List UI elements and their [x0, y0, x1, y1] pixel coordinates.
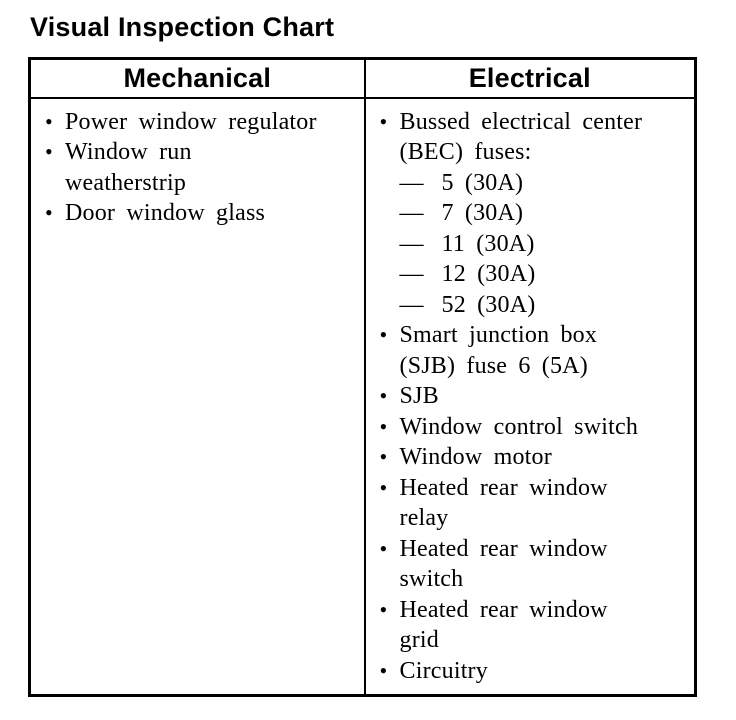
- list-item-body: Window motor: [400, 442, 687, 473]
- list-item-body: Circuitry: [400, 656, 687, 687]
- sub-item-text: 7 (30A): [441, 200, 524, 226]
- sub-item: — 5 (30A): [400, 168, 687, 199]
- dash-icon: —: [399, 200, 424, 226]
- list-item: • Heated rear window switch: [380, 534, 687, 595]
- list-item-text: Heated rear window switch: [399, 535, 608, 593]
- list-item-body: SJB: [400, 381, 687, 412]
- list-item-text: Window control switch: [399, 413, 639, 440]
- list-item-text: Circuitry: [399, 657, 488, 684]
- dash-icon: —: [399, 261, 424, 287]
- sub-item: — 7 (30A): [400, 198, 687, 229]
- list-item-body: Power window regulator: [65, 107, 356, 138]
- list-item-text: SJB: [399, 383, 439, 409]
- list-item-text: Heated rear window grid: [399, 596, 608, 654]
- body-row: • Power window regulator • Window run weath…: [28, 96, 697, 697]
- bullet-icon: •: [45, 108, 53, 134]
- list-item-body: Heated rear window relay: [400, 473, 687, 534]
- sub-item: — 12 (30A): [400, 259, 687, 290]
- sub-item-text: 11 (30A): [441, 230, 535, 257]
- list-item-text: Window motor: [399, 444, 552, 470]
- dash-icon: —: [399, 169, 424, 196]
- list-item-body: Smart junction box (SJB) fuse 6 (5A): [400, 320, 687, 381]
- sub-item-text: 5 (30A): [441, 169, 524, 196]
- list-item-text: Door window glass: [65, 200, 266, 226]
- bullet-icon: •: [45, 200, 53, 225]
- list-item: • Bussed electrical center (BEC) fuses: — 5…: [380, 107, 687, 321]
- header-row: Mechanical Electrical: [28, 57, 697, 99]
- bullet-icon: •: [379, 322, 388, 347]
- bullet-icon: •: [379, 657, 388, 683]
- list-item-text: Smart junction box (SJB) fuse 6 (5A): [399, 322, 598, 379]
- list-item-body: Window run weatherstrip: [65, 137, 356, 198]
- list-item-text: Power window regulator: [65, 108, 317, 135]
- bullet-icon: •: [379, 383, 388, 408]
- bullet-icon: •: [379, 474, 388, 500]
- bullet-icon: •: [379, 444, 388, 469]
- bullet-icon: •: [45, 139, 53, 164]
- mechanical-cell: • Power window regulator • Window run weath…: [28, 96, 366, 697]
- list-item: • Heated rear window grid: [380, 595, 687, 656]
- sub-item-text: 12 (30A): [441, 261, 536, 287]
- list-item-body: Window control switch: [400, 412, 687, 443]
- list-item-body: Heated rear window grid: [400, 595, 687, 656]
- list-item-text: Heated rear window relay: [399, 474, 608, 532]
- list-item-body: Heated rear window switch: [400, 534, 687, 595]
- list-item-text: Bussed electrical center (BEC) fuses:: [399, 108, 643, 166]
- mechanical-list: • Power window regulator • Window run weath…: [45, 107, 356, 229]
- list-item: • Power window regulator: [45, 107, 356, 138]
- list-item-body: Door window glass: [65, 198, 356, 229]
- list-item: • SJB: [380, 381, 687, 412]
- bullet-icon: •: [379, 108, 388, 134]
- visual-inspection-table: Mechanical Electrical • Power window regu…: [28, 57, 697, 697]
- bullet-icon: •: [379, 596, 388, 622]
- sub-item: — 11 (30A): [400, 229, 687, 260]
- list-item: • Door window glass: [45, 198, 356, 229]
- dash-icon: —: [399, 230, 424, 257]
- electrical-cell: • Bussed electrical center (BEC) fuses: — 5…: [363, 96, 697, 697]
- list-item-body: Bussed electrical center (BEC) fuses: — 5 …: [400, 107, 687, 321]
- sub-item-text: 52 (30A): [441, 291, 536, 318]
- list-item: • Heated rear window relay: [380, 473, 687, 534]
- sub-item: — 52 (30A): [400, 290, 687, 321]
- list-item: • Smart junction box (SJB) fuse 6 (5A): [380, 320, 687, 381]
- page-title: Visual Inspection Chart: [30, 12, 335, 42]
- column-header-mechanical: Mechanical: [28, 57, 366, 99]
- electrical-list: • Bussed electrical center (BEC) fuses: — 5…: [380, 107, 687, 687]
- bullet-icon: •: [379, 535, 388, 561]
- column-header-electrical: Electrical: [363, 57, 697, 99]
- list-item: • Window control switch: [380, 412, 687, 443]
- list-item: • Window run weatherstrip: [45, 137, 356, 198]
- list-item: • Circuitry: [380, 656, 687, 687]
- list-item: • Window motor: [380, 442, 687, 473]
- list-item-text: Window run weatherstrip: [65, 139, 192, 196]
- bullet-icon: •: [379, 413, 388, 439]
- dash-icon: —: [399, 291, 424, 318]
